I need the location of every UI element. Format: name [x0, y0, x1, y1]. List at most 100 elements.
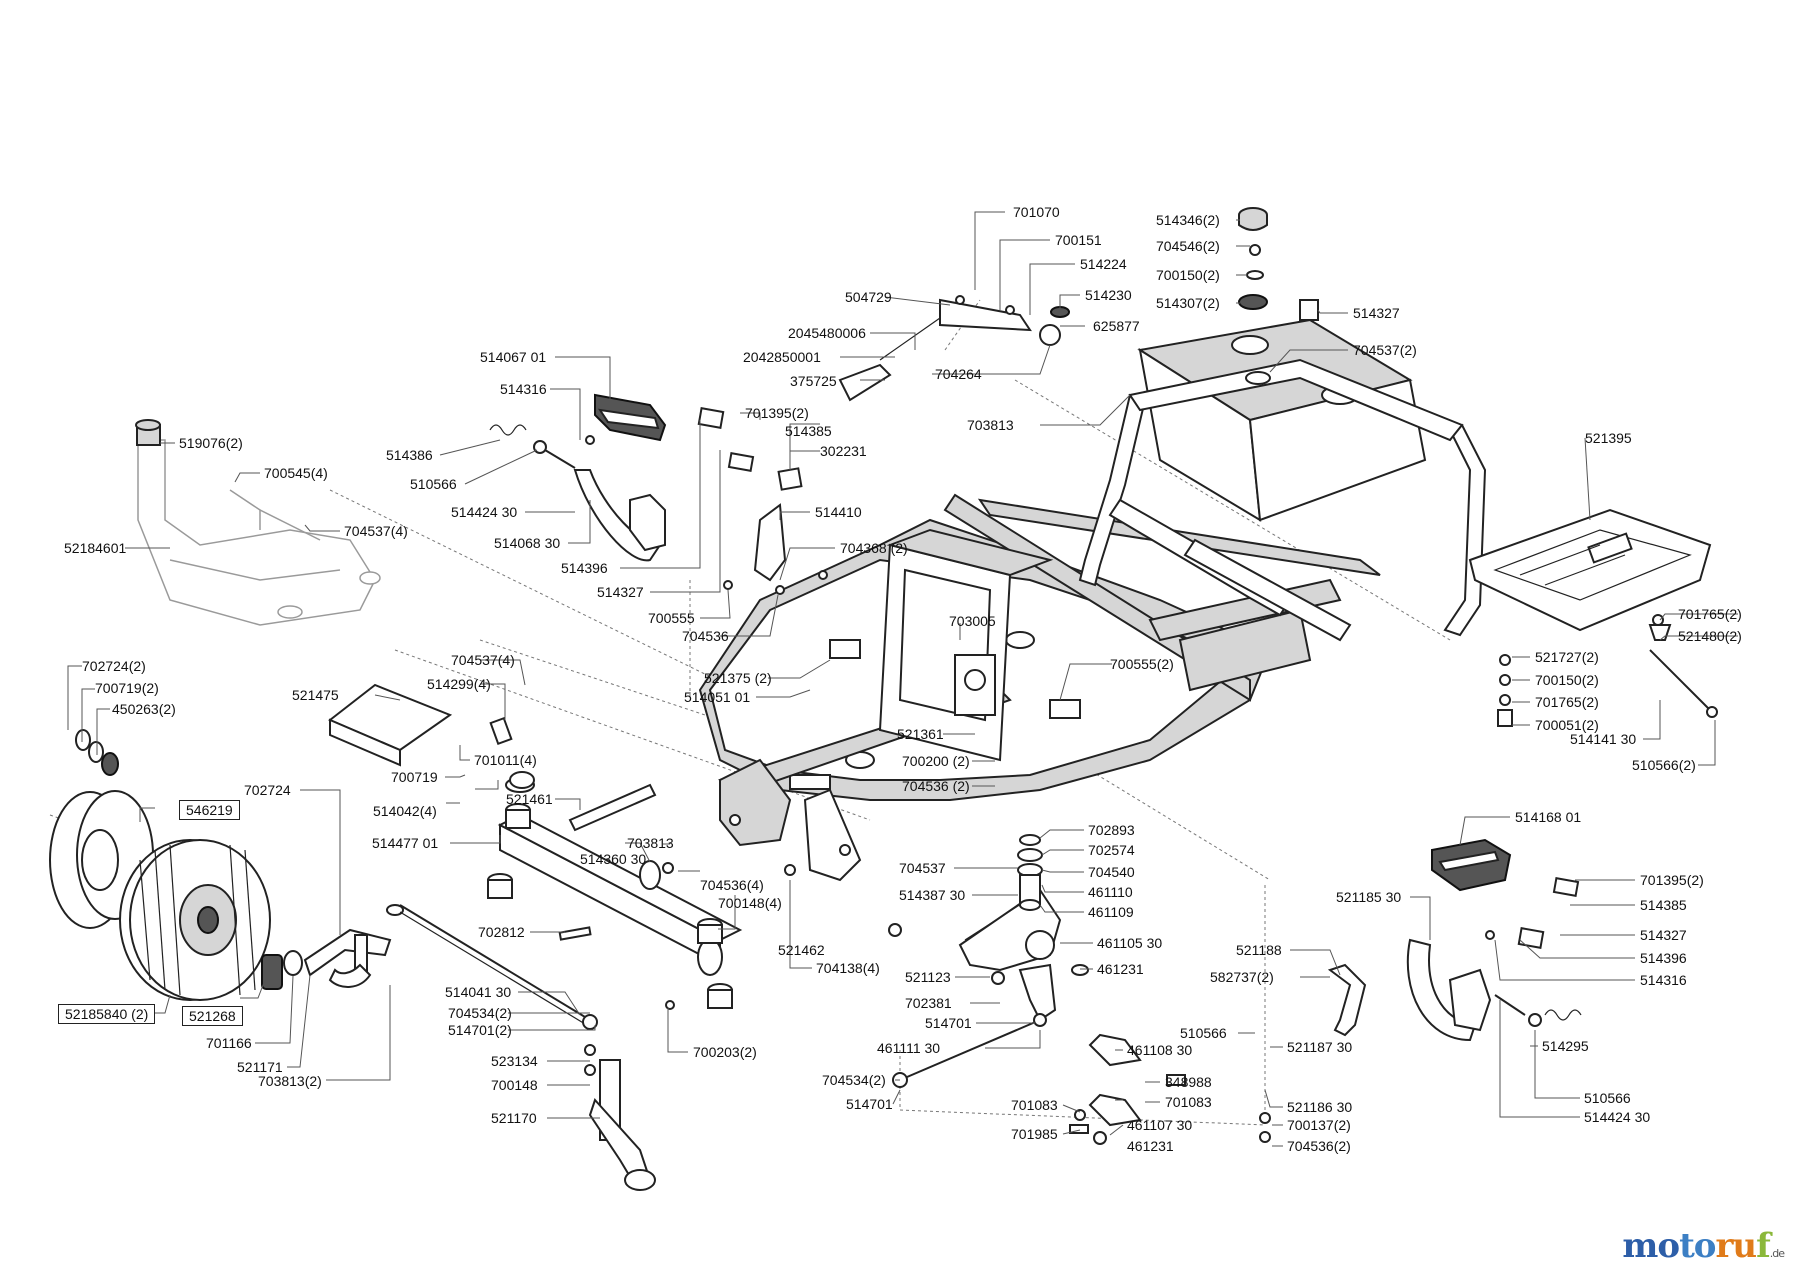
part-label: 450263(2) — [112, 701, 176, 717]
part-label: 701395(2) — [745, 405, 809, 421]
part-label: 461107 30 — [1127, 1117, 1193, 1133]
rear-fender-and-roll-hoop — [1078, 318, 1712, 642]
logo-part: f — [1756, 1226, 1771, 1266]
part-label: 704536 (2) — [902, 778, 970, 794]
part-label: 702381 — [905, 995, 952, 1011]
part-label: 702893 — [1088, 822, 1135, 838]
part-label: 504729 — [845, 289, 892, 305]
part-label: 704536 — [682, 628, 729, 644]
part-label: 514701 — [846, 1096, 893, 1112]
part-label: 521170 — [491, 1110, 537, 1126]
part-label: 700200 (2) — [902, 753, 970, 769]
part-label: 510566 — [1180, 1025, 1227, 1041]
part-label: 461111 30 — [877, 1040, 941, 1056]
part-label-boxed: 521268 — [182, 1006, 243, 1026]
sector-plate-assembly — [892, 834, 1271, 1145]
part-label: 701166 — [206, 1035, 252, 1051]
main-chassis-frame — [698, 493, 1381, 882]
part-label: 514346(2) — [1156, 212, 1220, 228]
part-label: 521461 — [506, 791, 553, 807]
part-label: 521187 30 — [1287, 1039, 1353, 1055]
part-label: 704537 — [899, 860, 946, 876]
part-label: 514141 30 — [1570, 731, 1637, 747]
part-label: 700150(2) — [1535, 672, 1599, 688]
part-label: 704537(4) — [451, 652, 515, 668]
part-label: 510566 — [410, 476, 457, 492]
part-label: 514701(2) — [448, 1022, 512, 1038]
part-label: 701765(2) — [1535, 694, 1599, 710]
part-label: 514316 — [500, 381, 547, 397]
part-label: 375725 — [790, 373, 837, 389]
part-label: 704537(4) — [344, 523, 408, 539]
part-label: 521123 — [905, 969, 951, 985]
part-label: 521186 30 — [1287, 1099, 1353, 1115]
part-label: 701985 — [1011, 1126, 1058, 1142]
part-label: 514386 — [386, 447, 433, 463]
part-label: 704138(4) — [816, 960, 880, 976]
front-wheels — [49, 729, 303, 1001]
right-pedal-assembly — [1327, 614, 1718, 1042]
part-label: 521375 (2) — [704, 670, 772, 686]
part-label: 514396 — [561, 560, 608, 576]
part-label: 523134 — [491, 1053, 538, 1069]
part-label: 52184601 — [64, 540, 127, 556]
part-label: 514385 — [785, 423, 832, 439]
part-label: 302231 — [820, 443, 867, 459]
part-label: 514068 30 — [494, 535, 561, 551]
part-label: 701395(2) — [1640, 872, 1704, 888]
part-label: 521462 — [778, 942, 825, 958]
part-label: 514067 01 — [480, 349, 547, 365]
part-label: 702574 — [1088, 842, 1135, 858]
part-label: 700555 — [648, 610, 695, 626]
part-label: 703813 — [627, 835, 674, 851]
part-label: 461109 — [1088, 904, 1134, 920]
part-label: 582737(2) — [1210, 969, 1274, 985]
front-axle-assembly — [303, 683, 902, 1191]
part-label: 461110 — [1088, 884, 1133, 900]
part-label: 514327 — [1640, 927, 1687, 943]
part-label: 704546(2) — [1156, 238, 1220, 254]
part-label: 703813 — [967, 417, 1014, 433]
part-label: 704534(2) — [448, 1005, 512, 1021]
part-label: 514051 01 — [684, 689, 751, 705]
logo-part: mo — [1622, 1226, 1680, 1266]
part-label: 514042(4) — [373, 803, 437, 819]
part-label: 700719 — [391, 769, 438, 785]
part-label: 700051(2) — [1535, 717, 1599, 733]
part-label: 702724 — [244, 782, 291, 798]
part-label: 2042850001 — [743, 349, 821, 365]
part-label: 514410 — [815, 504, 862, 520]
part-label: 521395 — [1585, 430, 1632, 446]
part-label: 348988 — [1165, 1074, 1212, 1090]
part-label: 700150(2) — [1156, 267, 1220, 283]
part-label: 521361 — [897, 726, 944, 742]
part-label: 521185 30 — [1336, 889, 1402, 905]
part-label: 521480(2) — [1678, 628, 1742, 644]
logo-part: to — [1679, 1226, 1716, 1266]
part-label: 461108 30 — [1127, 1042, 1193, 1058]
part-label: 704536(2) — [1287, 1138, 1351, 1154]
part-label: 514316 — [1640, 972, 1687, 988]
part-label: 704534(2) — [822, 1072, 886, 1088]
part-label: 510566(2) — [1632, 757, 1696, 773]
leader-lines — [67, 211, 1738, 1147]
part-label: 514230 — [1085, 287, 1132, 303]
part-label: 700137(2) — [1287, 1117, 1351, 1133]
part-label: 514327 — [1353, 305, 1400, 321]
part-label: 700148(4) — [718, 895, 782, 911]
part-label: 461105 30 — [1097, 935, 1163, 951]
part-label: 700545(4) — [264, 465, 328, 481]
part-label: 519076(2) — [179, 435, 243, 451]
logo-tld: .de — [1769, 1247, 1785, 1260]
part-label: 704368 (2) — [840, 540, 908, 556]
part-label: 704536(4) — [700, 877, 764, 893]
part-label: 521475 — [292, 687, 339, 703]
part-label-boxed: 546219 — [179, 800, 240, 820]
part-label: 704537(2) — [1353, 342, 1417, 358]
part-label: 521188 — [1236, 942, 1282, 958]
part-label: 461231 — [1097, 961, 1144, 977]
part-label: 514701 — [925, 1015, 972, 1031]
part-label: 701083 — [1011, 1097, 1058, 1113]
part-label: 514041 30 — [445, 984, 512, 1000]
